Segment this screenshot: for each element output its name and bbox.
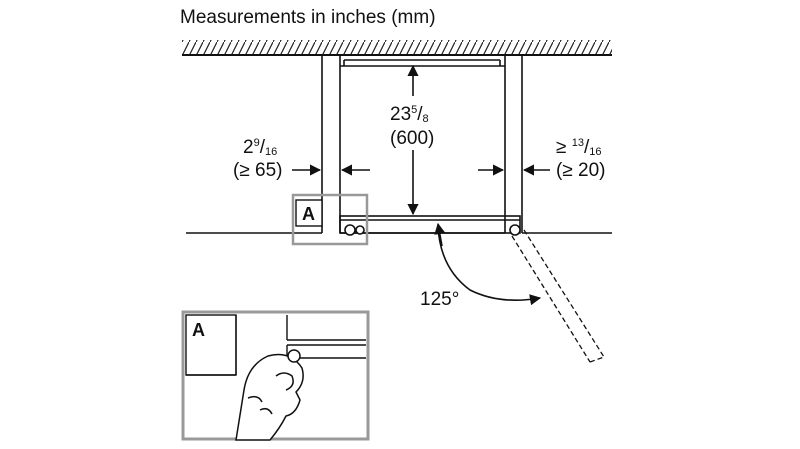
hand-illustration: [235, 349, 304, 441]
inset-label-a: A: [192, 320, 205, 340]
door-open-position: [511, 229, 605, 363]
ceiling-hatch: [182, 40, 612, 56]
door-angle-arc: [434, 222, 542, 306]
diagram-title: Measurements in inches (mm): [180, 7, 436, 28]
callout-label-a: A: [302, 204, 315, 224]
right-gap-inch-label: ≥ 13/16: [556, 137, 602, 158]
left-gap-mm-label: (≥ 65): [233, 160, 283, 181]
detail-callout-box: A: [291, 193, 369, 246]
door-angle-label: 125°: [420, 289, 459, 310]
depth-inch-label: 235/8: [390, 104, 429, 125]
right-gap-mm-label: (≥ 20): [556, 160, 606, 181]
left-gap-inch-label: 29/16: [243, 137, 277, 158]
appliance-door: [339, 215, 521, 236]
depth-mm-label: (600): [390, 128, 434, 149]
inset-detail-panel: A: [181, 310, 370, 441]
